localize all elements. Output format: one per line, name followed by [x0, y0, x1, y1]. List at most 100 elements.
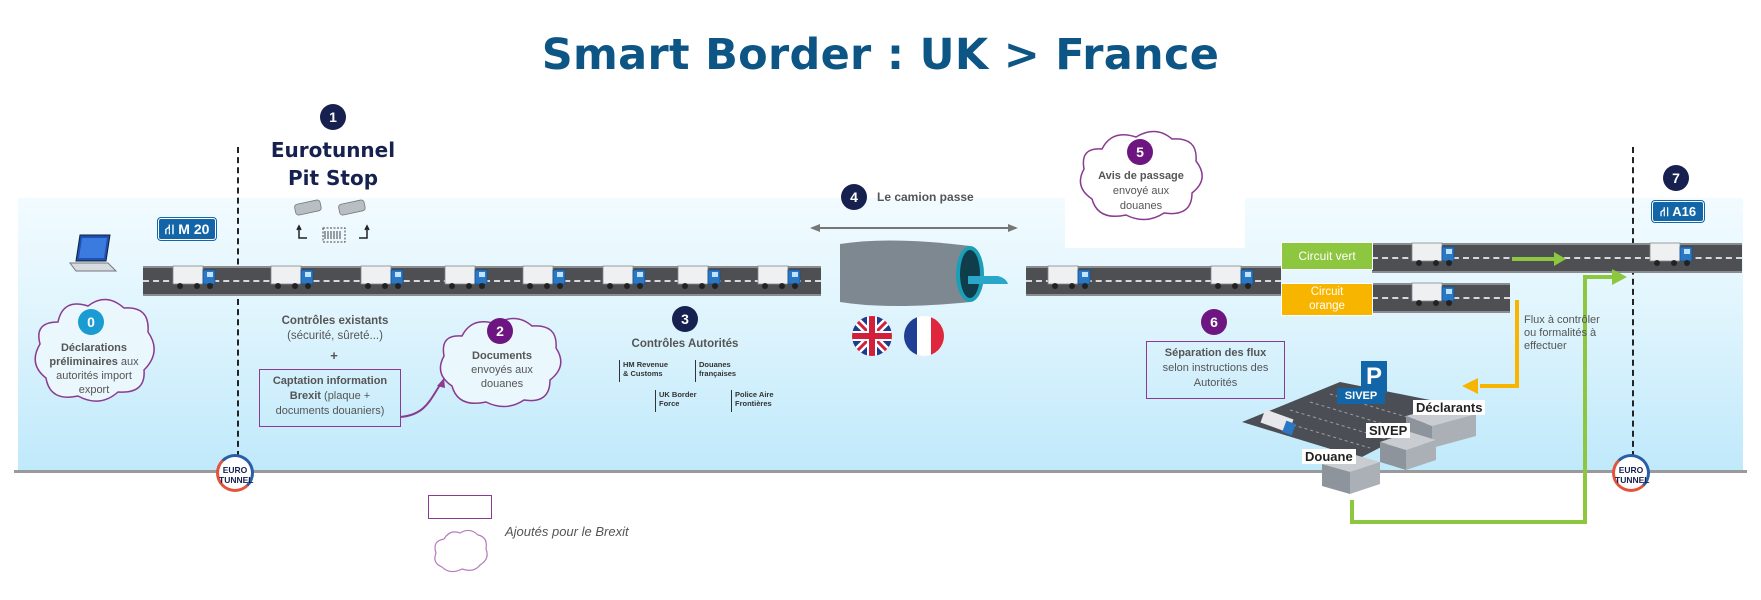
paf-line2: Frontières: [735, 399, 772, 408]
hmrc-line1: HM Revenue: [623, 360, 669, 369]
douanes-francaises-item: Douanes françaises: [695, 360, 736, 382]
flux-note-line3: effectuer: [1524, 340, 1567, 352]
green-return-head: [1612, 269, 1627, 285]
flux-note-line2: ou formalités à: [1524, 327, 1597, 339]
uk-border-force-item: UK Border Force: [655, 390, 697, 412]
ukbf-line1: UK Border: [659, 390, 697, 399]
step-6-badge: 6: [1201, 309, 1227, 335]
step0-line2a: préliminaires: [49, 356, 118, 368]
sivep-sign: SIVEP: [1337, 388, 1385, 404]
captation-line3: documents douaniers): [275, 405, 385, 417]
douanes-line2: françaises: [699, 369, 737, 378]
parking-sign: P: [1361, 361, 1387, 393]
step0-line1: Déclarations: [60, 342, 128, 354]
pit-stop-title: Eurotunnel Pit Stop: [260, 136, 406, 192]
captation-line2a: Brexit: [289, 390, 321, 402]
step0-line2b: aux: [120, 356, 139, 368]
tunnel-body: [840, 240, 970, 306]
declarants-label: Déclarants: [1413, 400, 1486, 415]
purple-link-arrow: [399, 384, 441, 418]
step5-line3: douanes: [1119, 200, 1163, 212]
pit-stop-title-line1: Eurotunnel: [270, 138, 396, 162]
step2-line3: douanes: [480, 378, 524, 390]
logo-line1: EURO: [222, 465, 248, 475]
green-arrow-head: [1554, 252, 1566, 266]
logo-line1: EURO: [1618, 465, 1644, 475]
tunnel-illustration: [840, 240, 1008, 306]
motorway-icon: ⛙: [164, 221, 179, 237]
purple-arrow-head: [437, 378, 445, 388]
fr-border-line: [1632, 147, 1634, 457]
douane-label: Douane: [1302, 449, 1356, 464]
step2-cloud: [439, 317, 562, 408]
flux-note: Flux à contrôler ou formalités à effectu…: [1524, 314, 1616, 353]
camion-passe-text: Le camion passe: [877, 190, 974, 204]
step2-text: Documents envoyés aux douanes: [452, 349, 552, 391]
step-1-badge: 1: [320, 104, 346, 130]
douanes-line1: Douanes: [699, 360, 731, 369]
step-4-badge: 4: [841, 184, 867, 210]
step5-cloud: [1079, 130, 1203, 221]
laptop-icon: [69, 234, 118, 272]
eurotunnel-logo-fr: EURO TUNNEL: [1612, 454, 1650, 492]
captation-line2b: (plaque +: [320, 390, 371, 402]
circuit-orange-line2: orange: [1309, 300, 1345, 312]
motorway-icon: ⛙: [1659, 204, 1673, 219]
orange-flow-arrow: [1480, 300, 1519, 388]
orange-arrow-head: [1462, 378, 1478, 394]
paf-line1: Police Aire: [735, 390, 774, 399]
legend-box-swatch: [428, 495, 492, 519]
arrow-head-right: [1008, 224, 1018, 232]
step0-line4: export: [78, 384, 110, 396]
step0-cloud: [34, 298, 155, 402]
separation-flux-box: Séparation des flux selon instructions d…: [1146, 341, 1285, 399]
circuit-vert-label: Circuit vert: [1281, 242, 1373, 270]
step-0-badge: 0: [78, 309, 104, 335]
page-title: Smart Border : UK > France: [541, 30, 1220, 80]
hmrc-line2: & Customs: [623, 369, 663, 378]
controles-autorites-title: Contrôles Autorités: [631, 338, 739, 350]
step6-line3: Autorités: [1193, 377, 1238, 389]
step-7-badge: 7: [1663, 165, 1689, 191]
m20-sign: ⛙ M 20: [158, 218, 216, 240]
ukbf-line2: Force: [659, 399, 680, 408]
france-flag-icon: [904, 316, 944, 356]
plus-sign: +: [330, 348, 338, 363]
uk-flag-icon: [852, 316, 892, 356]
tunnel-inside: [960, 250, 980, 298]
step5-line1: Avis de passage: [1098, 170, 1184, 182]
step5-line2: envoyé aux: [1112, 185, 1170, 197]
a16-sign: ⛙ A16: [1652, 201, 1704, 222]
step2-line1: Documents: [472, 350, 532, 362]
eurotunnel-logo-uk: EURO TUNNEL: [216, 454, 254, 492]
logo-line2: TUNNEL: [1615, 475, 1650, 485]
uk-border-line: [237, 147, 239, 457]
circuit-orange-line1: Circuit: [1310, 286, 1344, 298]
train-icon: [968, 276, 1008, 284]
step0-text: Déclarations préliminaires aux autorités…: [30, 341, 158, 397]
step5-text: Avis de passage envoyé aux douanes: [1086, 169, 1196, 214]
step-3-badge: 3: [672, 306, 698, 332]
parking-lot: [1242, 382, 1460, 458]
step6-line1: Séparation des flux: [1164, 347, 1267, 359]
police-aire-frontieres-item: Police Aire Frontières: [731, 390, 774, 412]
sivep-label: SIVEP: [1366, 423, 1411, 438]
step6-line2: selon instructions des: [1162, 362, 1269, 374]
pit-stop-title-line2: Pit Stop: [287, 166, 379, 190]
flux-note-line1: Flux à contrôler: [1524, 314, 1600, 326]
hmrc-item: HM Revenue & Customs: [619, 360, 668, 382]
m20-label: M 20: [178, 221, 210, 237]
legend-cloud-swatch: [434, 529, 488, 573]
step2-line2: envoyés aux: [471, 364, 533, 376]
legend-text: Ajoutés pour le Brexit: [505, 524, 629, 539]
ground-line: [14, 470, 1747, 473]
a16-label: A16: [1672, 204, 1697, 219]
step-5-badge: 5: [1127, 139, 1153, 165]
green-return-arrow: [1350, 275, 1612, 524]
step0-line3: autorités import: [56, 370, 132, 382]
cameras-icon: [294, 199, 370, 243]
captation-line1: Captation information: [272, 375, 388, 387]
logo-line2: TUNNEL: [219, 475, 254, 485]
circuit-orange-label: Circuit orange: [1281, 283, 1373, 316]
